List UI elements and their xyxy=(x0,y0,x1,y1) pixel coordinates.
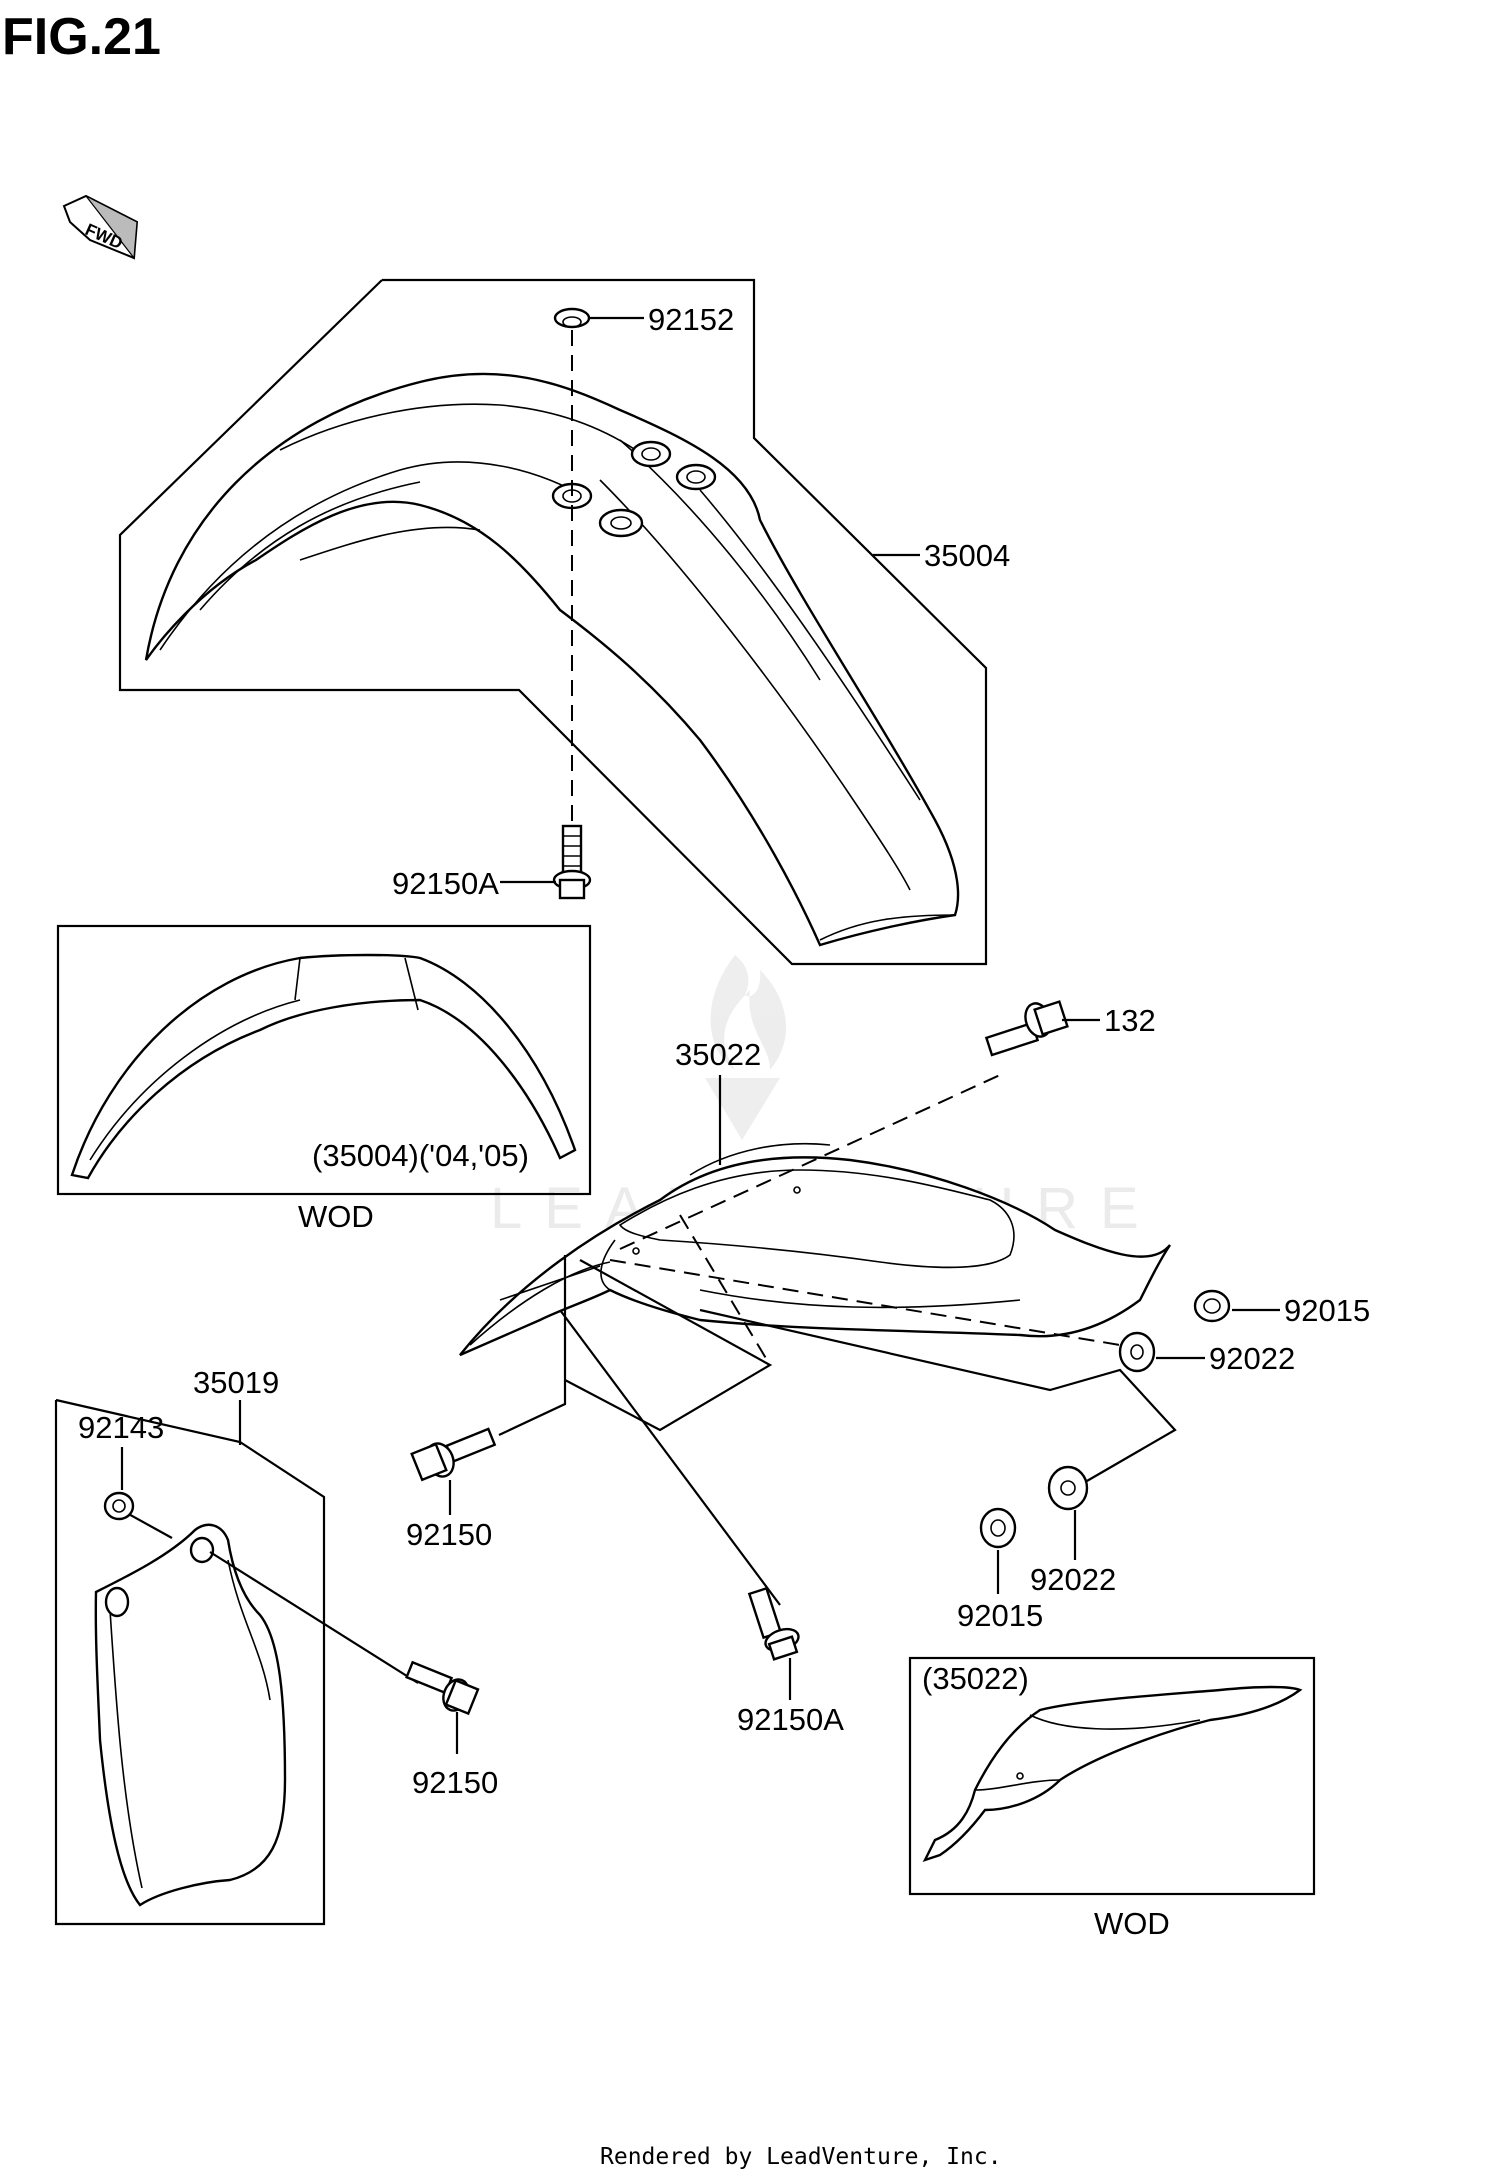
front-fender-35004 xyxy=(144,372,960,947)
inset-rear-fender xyxy=(908,1656,1316,1896)
grommet-92143 xyxy=(103,1491,135,1521)
group-outline-35004 xyxy=(118,278,988,966)
bolt-92150-left xyxy=(405,1660,480,1716)
assembly-line-lower xyxy=(564,1259,773,1432)
label-92015-low: 92015 xyxy=(957,1598,1043,1633)
assembly-line-92022 xyxy=(609,1259,1121,1346)
label-35019: 35019 xyxy=(193,1365,279,1400)
group-outline-35019 xyxy=(54,1398,326,1926)
inset-rear-wod: WOD xyxy=(1094,1906,1170,1941)
label-92150A-low: 92150A xyxy=(737,1702,844,1737)
label-35004: 35004 xyxy=(924,538,1010,573)
assembly-line-92150A-bolt xyxy=(559,1309,781,1606)
label-92150-left: 92150 xyxy=(412,1765,498,1800)
washer-92022-low xyxy=(1047,1465,1089,1511)
label-92022-right: 92022 xyxy=(1209,1341,1295,1376)
inset-front-wod: WOD xyxy=(298,1199,374,1234)
label-92150-mid: 92150 xyxy=(406,1517,492,1552)
assembly-line-92150A-low xyxy=(679,1214,771,1366)
label-92150A-top: 92150A xyxy=(392,866,499,901)
nut-92015-right xyxy=(1193,1289,1231,1323)
assembly-line-washer xyxy=(699,1308,1177,1486)
grommet-92152 xyxy=(553,307,591,329)
label-35022: 35022 xyxy=(675,1037,761,1072)
inset-front-caption: (35004)('04,'05) xyxy=(312,1138,529,1173)
label-132: 132 xyxy=(1104,1003,1156,1038)
bolt-92150-mid xyxy=(410,1427,497,1482)
inset-rear-caption: (35022) xyxy=(922,1661,1029,1696)
washer-92022-right xyxy=(1118,1331,1156,1373)
inset-rear-fender-part xyxy=(922,1685,1303,1863)
nut-92015-low xyxy=(979,1507,1017,1549)
figure-title: FIG.21 xyxy=(2,8,161,66)
assembly-line-92143 xyxy=(124,1511,173,1539)
assembly-line-92150-left xyxy=(209,1551,419,1684)
inset-front-fender xyxy=(56,924,592,1196)
bolt-92150A-low xyxy=(747,1586,800,1661)
assembly-line-132 xyxy=(619,1074,1001,1250)
label-92143: 92143 xyxy=(78,1410,164,1445)
fwd-arrow-icon: FWD xyxy=(62,194,139,260)
inset-front-fender-part xyxy=(70,953,577,1180)
footer-credit: Rendered by LeadVenture, Inc. xyxy=(600,2144,1002,2170)
bolt-132 xyxy=(984,1000,1069,1057)
bolt-92150A-top xyxy=(552,824,592,900)
label-92015-right: 92015 xyxy=(1284,1293,1370,1328)
rear-fender-35022 xyxy=(459,1142,1171,1357)
assembly-line-92150-mid xyxy=(498,1255,567,1436)
fork-guard-35019 xyxy=(94,1523,287,1907)
label-92152: 92152 xyxy=(648,302,734,337)
label-92022-low: 92022 xyxy=(1030,1562,1116,1597)
